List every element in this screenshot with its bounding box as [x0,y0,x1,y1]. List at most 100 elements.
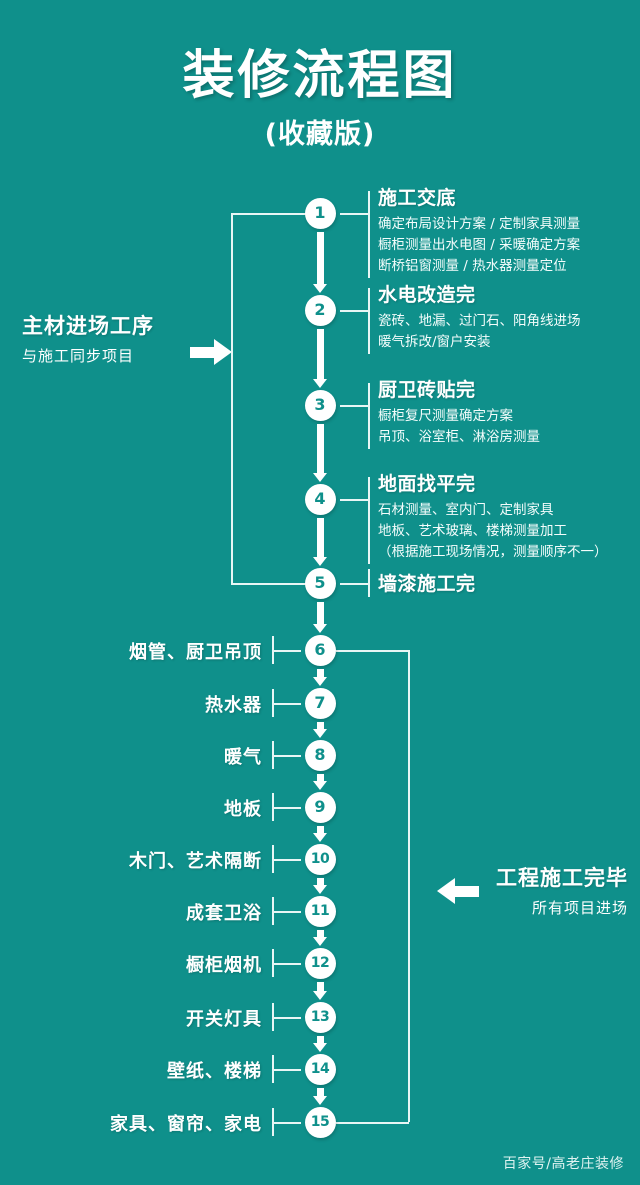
connector-line [339,405,368,407]
arrow-left-icon [437,878,479,904]
step-tick-line [272,741,274,769]
step-detail-line: 石材测量、室内门、定制家具 [378,502,554,518]
step-label-13: 开关灯具 [186,1009,262,1030]
step-tick-line [368,383,370,449]
connector-line [272,755,301,757]
connector-line [272,1017,301,1019]
step-tick-line [368,477,370,564]
down-arrow-icon [313,721,327,738]
step-tick-line [272,1055,274,1083]
flow-node-8[interactable]: 8 [304,739,336,771]
bracket-lower-vertical [408,650,410,1122]
step-detail-line: 确定布局设计方案 / 定制家具测量 [378,216,581,232]
down-arrow-icon [313,517,327,566]
step-detail-line: 瓷砖、地漏、过门石、阳角线进场 [378,313,581,329]
step-block-2: 水电改造完瓷砖、地漏、过门石、阳角线进场暖气拆改/窗户安装 [378,280,581,353]
step-detail-line: 吊顶、浴室柜、淋浴房测量 [378,428,540,445]
connector-line [272,963,301,965]
flow-node-3[interactable]: 3 [304,389,336,421]
step-detail-line: （根据施工现场情况，测量顺序不一） [378,543,608,560]
connector-line [339,213,368,215]
connector-line [339,499,368,501]
step-tick-line [272,1108,274,1136]
flow-node-1[interactable]: 1 [304,197,336,229]
step-heading-5: 墙漆施工完 [378,573,476,595]
page-subtitle: (收藏版) [264,119,376,150]
step-tick-line [272,636,274,664]
down-arrow-icon [313,825,327,842]
connector-line [339,310,368,312]
step-detail-line: 地板、艺术玻璃、楼梯测量加工 [378,522,567,539]
connector-line [339,583,368,585]
flow-node-9[interactable]: 9 [304,791,336,823]
flow-node-7[interactable]: 7 [304,687,336,719]
flow-node-4[interactable]: 4 [304,483,336,515]
bracket-upper-bottom [231,583,306,585]
step-label-6: 烟管、厨卫吊顶 [129,642,262,663]
caption-right: 工程施工完毕 所有项目进场 [496,862,628,918]
step-label-8: 暖气 [224,747,262,768]
flow-node-10[interactable]: 10 [304,843,336,875]
step-tick-line [272,897,274,925]
down-arrow-icon [313,1035,327,1052]
footer-credit: 百家号/高老庄装修 [502,1156,624,1172]
down-arrow-icon [313,668,327,686]
step-heading-1: 施工交底 [378,187,457,209]
bracket-upper-vertical [231,213,233,585]
flow-node-14[interactable]: 14 [304,1053,336,1085]
step-tick-line [368,569,370,597]
arrow-right-icon [190,339,232,365]
flow-node-11[interactable]: 11 [304,895,336,927]
flow-node-12[interactable]: 12 [304,947,336,979]
flow-node-13[interactable]: 13 [304,1001,336,1033]
step-detail-line: 橱柜复尺测量确定方案 [378,408,513,424]
step-block-5: 墙漆施工完 [378,569,476,600]
step-label-9: 地板 [224,799,262,820]
connector-line [272,911,301,913]
caption-left-main: 主材进场工序 [22,314,154,338]
step-label-12: 橱柜烟机 [186,955,262,976]
step-block-1: 施工交底确定布局设计方案 / 定制家具测量橱柜测量出水电图 / 采暖确定方案断桥… [378,183,580,277]
step-tick-line [368,191,370,278]
step-detail-line: 暖气拆改/窗户安装 [378,333,491,350]
step-label-15: 家具、窗帘、家电 [110,1114,262,1135]
down-arrow-icon [313,423,327,482]
caption-left: 主材进场工序 与施工同步项目 [22,310,154,366]
step-label-10: 木门、艺术隔断 [129,851,262,872]
down-arrow-icon [313,773,327,790]
connector-line [272,703,301,705]
down-arrow-icon [313,981,327,1000]
caption-left-sub: 与施工同步项目 [22,347,135,365]
step-heading-4: 地面找平完 [378,473,476,495]
connector-line [272,859,301,861]
page-title: 装修流程图 [182,46,458,106]
caption-right-sub: 所有项目进场 [531,899,628,917]
step-detail-line: 断桥铝窗测量 / 热水器测量定位 [378,257,567,274]
step-detail-line: 橱柜测量出水电图 / 采暖确定方案 [378,236,581,253]
down-arrow-icon [313,601,327,633]
caption-right-main: 工程施工完毕 [496,866,628,890]
step-tick-line [272,689,274,717]
step-heading-3: 厨卫砖贴完 [378,379,476,401]
step-tick-line [272,793,274,821]
step-tick-line [272,1003,274,1031]
bracket-lower-top [336,650,409,652]
flow-node-2[interactable]: 2 [304,294,336,326]
flow-node-6[interactable]: 6 [304,634,336,666]
step-tick-line [272,949,274,977]
step-label-14: 壁纸、楼梯 [167,1061,262,1082]
flow-node-5[interactable]: 5 [304,567,336,599]
step-heading-2: 水电改造完 [378,284,476,306]
down-arrow-icon [313,1087,327,1105]
step-tick-line [368,288,370,354]
connector-line [272,650,301,652]
flow-node-15[interactable]: 15 [304,1106,336,1138]
connector-line [272,1122,301,1124]
bracket-lower-bottom [336,1122,409,1124]
step-block-4: 地面找平完石材测量、室内门、定制家具地板、艺术玻璃、楼梯测量加工 （根据施工现场情… [378,469,608,563]
down-arrow-icon [313,877,327,894]
step-label-11: 成套卫浴 [186,903,262,924]
down-arrow-icon [313,929,327,946]
down-arrow-icon [313,231,327,293]
